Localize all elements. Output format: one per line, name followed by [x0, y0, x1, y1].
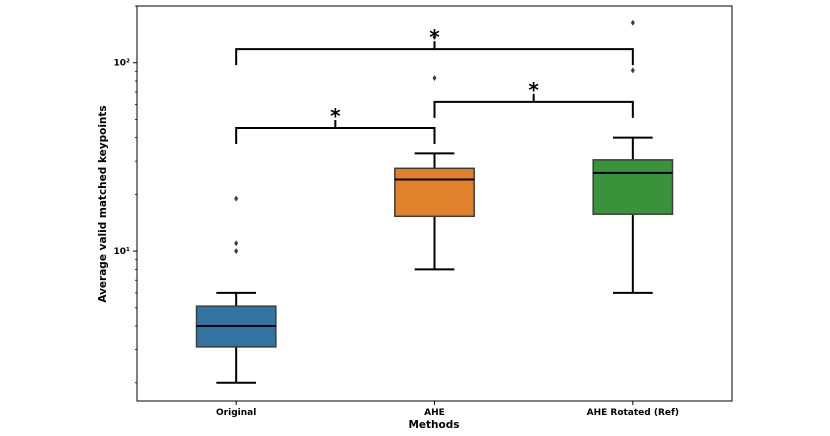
outlier-point — [630, 67, 635, 74]
significance-star: * — [429, 25, 440, 49]
outlier-point — [432, 74, 437, 81]
box — [394, 167, 475, 218]
x-tick-label: AHE — [424, 408, 445, 418]
outlier-point — [630, 19, 635, 26]
y-axis-title: Average valid matched keypoints — [97, 105, 109, 302]
significance-bracket — [235, 127, 436, 145]
x-axis-title: Methods — [408, 419, 459, 431]
significance-star: * — [330, 104, 341, 128]
y-tick-label: 10¹ — [114, 247, 131, 257]
significance-bracket — [235, 48, 634, 66]
chart-marks — [195, 19, 674, 384]
outlier-point — [234, 240, 239, 247]
significance-star: * — [528, 78, 539, 102]
y-tick-label: 10² — [114, 59, 131, 69]
outlier-point — [234, 195, 239, 202]
significance-annotations: * * * — [235, 25, 634, 145]
x-axis-ticks: Original AHE AHE Rotated (Ref) — [216, 401, 679, 418]
outlier-point — [432, 33, 437, 40]
x-tick-label: Original — [216, 408, 256, 418]
y-axis-ticks: 10¹ 10² — [114, 5, 137, 384]
outlier-point — [234, 248, 239, 255]
x-tick-label: AHE Rotated (Ref) — [587, 408, 679, 418]
box — [592, 159, 674, 215]
